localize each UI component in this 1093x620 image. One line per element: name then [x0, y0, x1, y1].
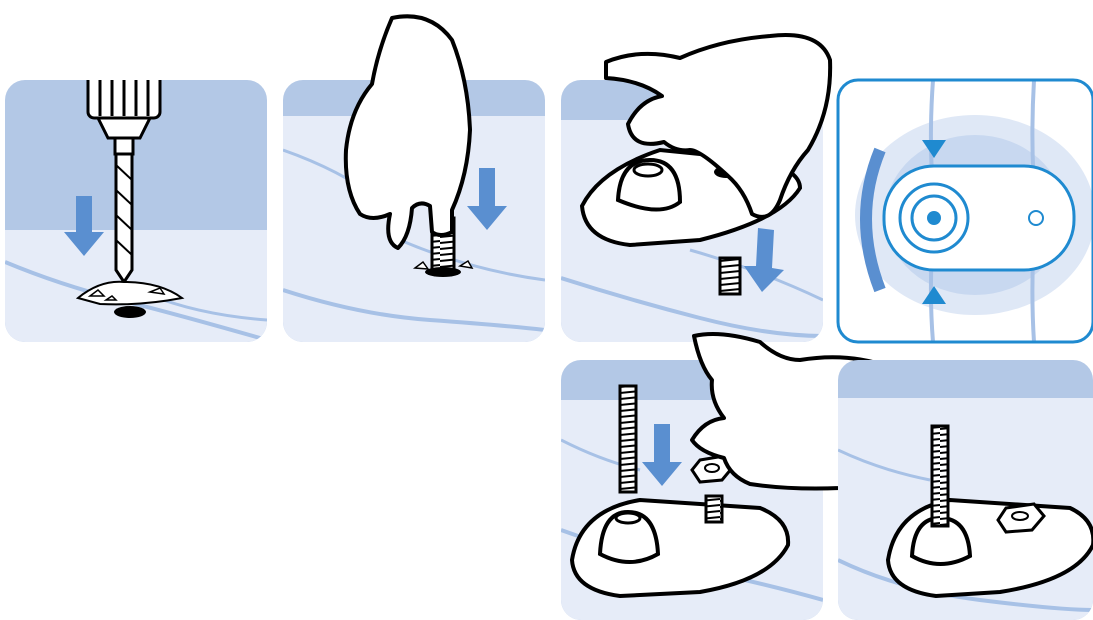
step-4-panel — [838, 80, 1093, 342]
hand-icon — [346, 16, 470, 248]
step-6-panel — [838, 360, 1093, 620]
step-1-panel — [5, 60, 267, 342]
